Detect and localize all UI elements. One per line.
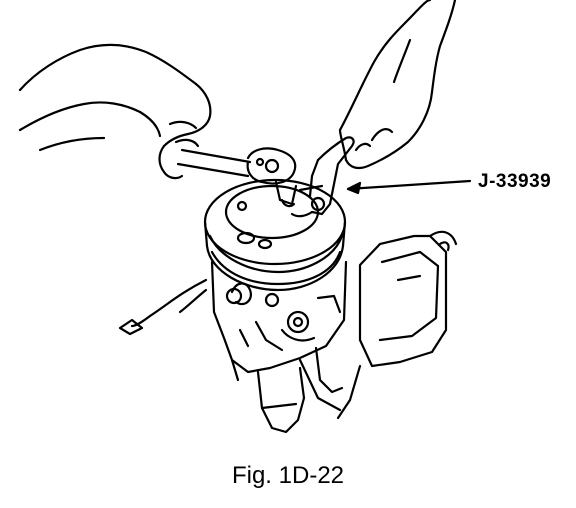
- right-hand: [338, 0, 457, 170]
- figure-caption: Fig. 1D-22: [231, 462, 345, 489]
- tool-callout-label: J-33939: [478, 171, 552, 192]
- compressor-body: [118, 178, 348, 434]
- callout-leader: [346, 179, 472, 195]
- clutch-holder-tool: [290, 136, 355, 218]
- mounting-bracket: [298, 230, 458, 420]
- left-hand: [18, 43, 212, 180]
- ratchet-wrench: [176, 147, 298, 208]
